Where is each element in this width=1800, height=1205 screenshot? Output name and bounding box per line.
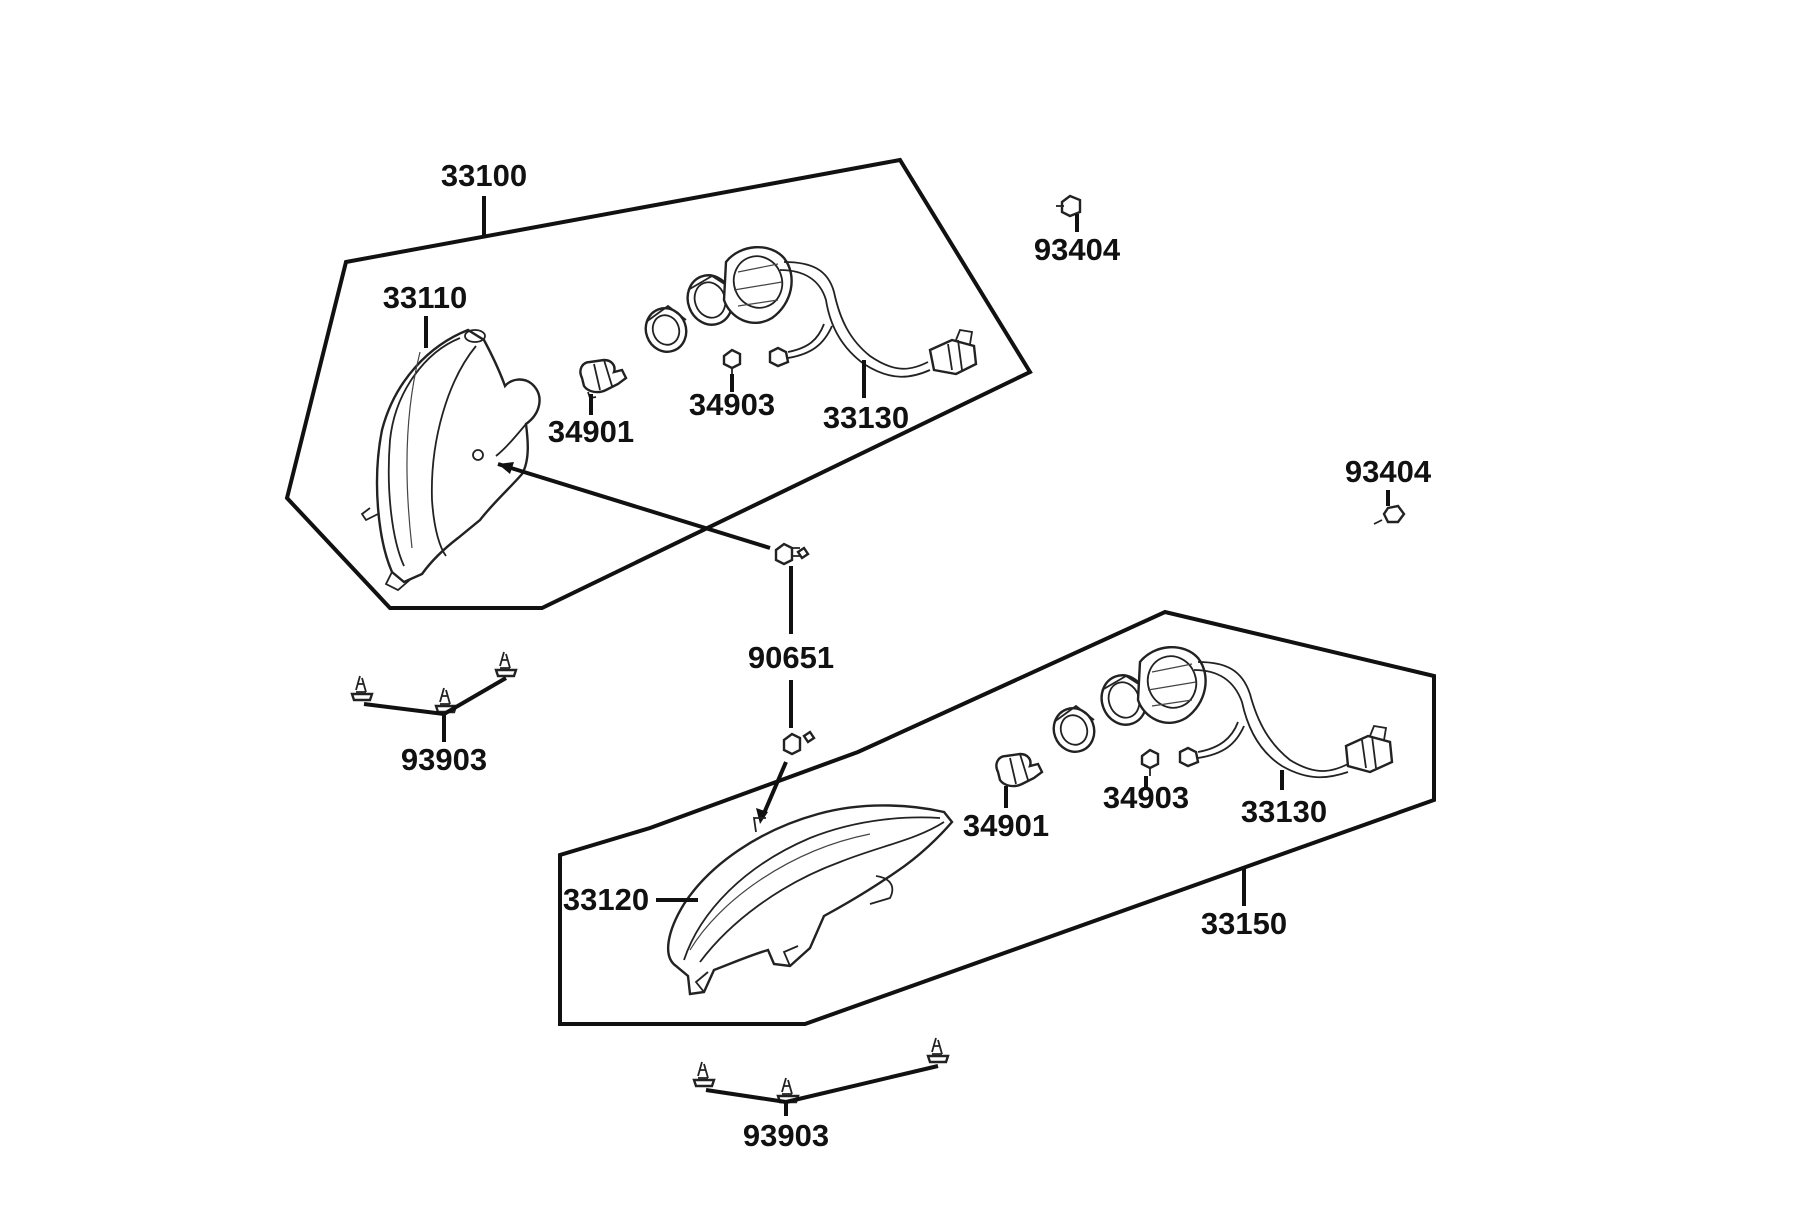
headlight-harness-drawing [779,261,978,378]
lower-assembly-group: 33120 34901 34903 33130 33150 [558,609,1436,1026]
headlight-housing-drawing [360,328,541,592]
label-33100: 33100 [441,158,527,193]
lower-assembly-frame [558,609,1436,1026]
label-33120: 33120 [563,882,649,917]
lower-position-bulb-drawing [1140,746,1200,776]
grommet-right-group: 93404 [1345,454,1432,525]
label-90651: 90651 [748,640,834,675]
upper-assembly-frame [284,157,1033,610]
label-34903-upper: 34903 [689,387,775,422]
position-bulb-drawing [722,346,790,374]
headlight-socket-drawing [644,245,793,353]
label-93903-upper: 93903 [401,742,487,777]
arrow-to-lower-lens [760,761,788,819]
leader-93903-upper-b [442,676,508,716]
lower-socket-drawing [1052,645,1207,753]
label-34901-lower: 34901 [963,808,1049,843]
lower-lens-drawing [667,804,954,996]
label-33110: 33110 [383,280,468,315]
screws-lower-group: 93903 [692,1037,950,1153]
leader-93903-lower-a [705,1088,787,1104]
label-33130-upper: 33130 [823,400,909,435]
arrow-to-upper-lens [497,462,771,550]
label-93404-right: 93404 [1345,454,1432,489]
lower-bulb-drawing [995,752,1044,788]
headlight-bulb-drawing [579,358,628,400]
upper-assembly-group: 33100 33110 34901 34903 33130 [284,157,1033,610]
label-33130-lower: 33130 [1241,794,1327,829]
label-93903-lower: 93903 [743,1118,829,1153]
label-33150: 33150 [1201,906,1287,941]
label-34903-lower: 34903 [1103,780,1189,815]
arrow-head-lower [756,808,768,824]
label-93404-top: 93404 [1034,232,1121,267]
lower-harness-drawing [1193,661,1394,779]
arrow-head-upper [498,462,514,474]
screws-upper-group: 93903 [350,651,518,777]
adjuster-screw-group: 90651 [497,462,834,824]
leader-93903-upper-a [363,702,445,716]
label-34901-upper: 34901 [548,414,634,449]
grommet-top-group: 93404 [1034,194,1121,267]
leader-93903-lower-b [785,1064,939,1104]
